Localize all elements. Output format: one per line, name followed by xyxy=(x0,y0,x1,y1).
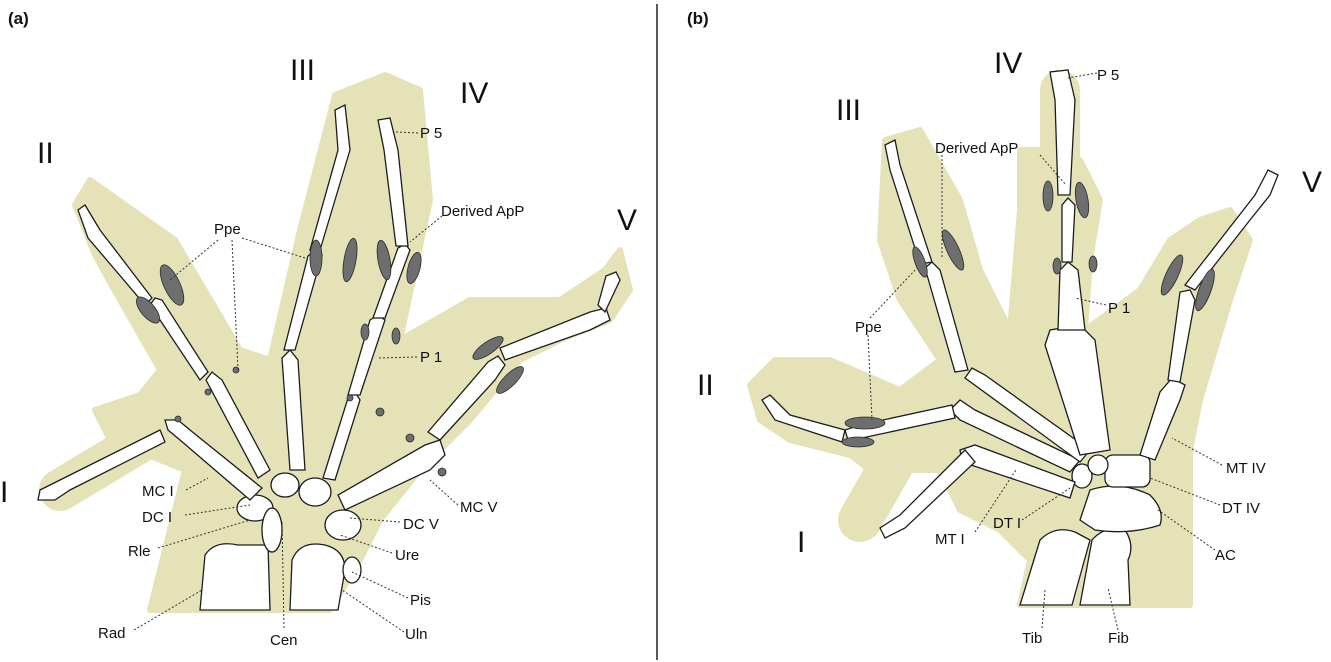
sesamoid xyxy=(376,408,384,416)
sesamoid xyxy=(361,324,369,340)
sesamoid xyxy=(310,240,322,276)
distal-tarsal-2 xyxy=(1088,455,1108,475)
digit-label-4: IV xyxy=(994,47,1022,80)
sesamoid xyxy=(175,416,181,422)
sesamoid xyxy=(1043,181,1053,211)
label-dc5: DC V xyxy=(403,516,439,533)
panel-a: (a) I II III IV V Ppe P 5 Derived ApP P … xyxy=(0,9,637,649)
digit-label-1: I xyxy=(0,476,8,509)
label-derived-app: Derived ApP xyxy=(441,203,524,220)
label-pis: Pis xyxy=(410,592,431,609)
label-p1: P 1 xyxy=(420,349,442,366)
digit-label-2: II xyxy=(37,137,54,170)
carpal-4 xyxy=(325,510,361,540)
label-mc5: MC V xyxy=(460,499,498,516)
label-fib: Fib xyxy=(1108,630,1129,647)
label-uln: Uln xyxy=(405,626,428,643)
label-mt1: MT I xyxy=(935,531,965,548)
panel-b: (b) I II III IV V P 5 Derived ApP P 1 Pp… xyxy=(687,9,1322,647)
sesamoid xyxy=(347,395,353,401)
digit-4-phalanx-2 xyxy=(1062,198,1075,262)
label-tib: Tib xyxy=(1022,630,1042,647)
label-derived-app: Derived ApP xyxy=(935,140,1018,157)
sesamoid xyxy=(842,437,874,447)
digit-label-5: V xyxy=(1302,166,1322,199)
label-dc1: DC I xyxy=(142,509,172,526)
distal-tarsal-4 xyxy=(1105,455,1150,487)
digit-label-1: I xyxy=(797,526,805,559)
label-mc1: MC I xyxy=(142,483,174,500)
label-mt4: MT IV xyxy=(1226,460,1266,477)
digit-label-3: III xyxy=(836,94,861,127)
pisiform-bone xyxy=(343,557,361,583)
digit-label-2: II xyxy=(697,369,714,402)
label-ppe: Ppe xyxy=(214,221,241,238)
sesamoid xyxy=(1089,256,1097,272)
radius-bone xyxy=(200,544,270,610)
sesamoid xyxy=(1053,258,1061,274)
sesamoid xyxy=(205,389,211,395)
carpal-2 xyxy=(271,473,299,497)
carpal-3 xyxy=(299,478,331,506)
digit-label-3: III xyxy=(290,54,315,87)
panel-a-tag: (a) xyxy=(8,9,29,28)
label-rad: Rad xyxy=(98,625,126,642)
digit-label-5: V xyxy=(617,204,637,237)
label-cen: Cen xyxy=(270,632,298,649)
label-dt4: DT IV xyxy=(1222,500,1260,517)
label-ure: Ure xyxy=(395,547,419,564)
sesamoid xyxy=(406,434,414,442)
label-ppe: Ppe xyxy=(855,319,882,336)
carpal-5 xyxy=(262,508,282,552)
label-p1: P 1 xyxy=(1108,300,1130,317)
ulna-bone xyxy=(290,544,345,610)
digit-label-4: IV xyxy=(460,77,488,110)
sesamoid xyxy=(845,417,885,429)
label-p5: P 5 xyxy=(420,125,442,142)
label-dt1: DT I xyxy=(993,515,1021,532)
label-rle: Rle xyxy=(128,543,151,560)
panel-b-tag: (b) xyxy=(687,9,709,28)
sesamoid xyxy=(392,328,400,344)
label-p5: P 5 xyxy=(1097,67,1119,84)
label-ac: AC xyxy=(1215,547,1236,564)
sesamoid xyxy=(438,468,446,476)
